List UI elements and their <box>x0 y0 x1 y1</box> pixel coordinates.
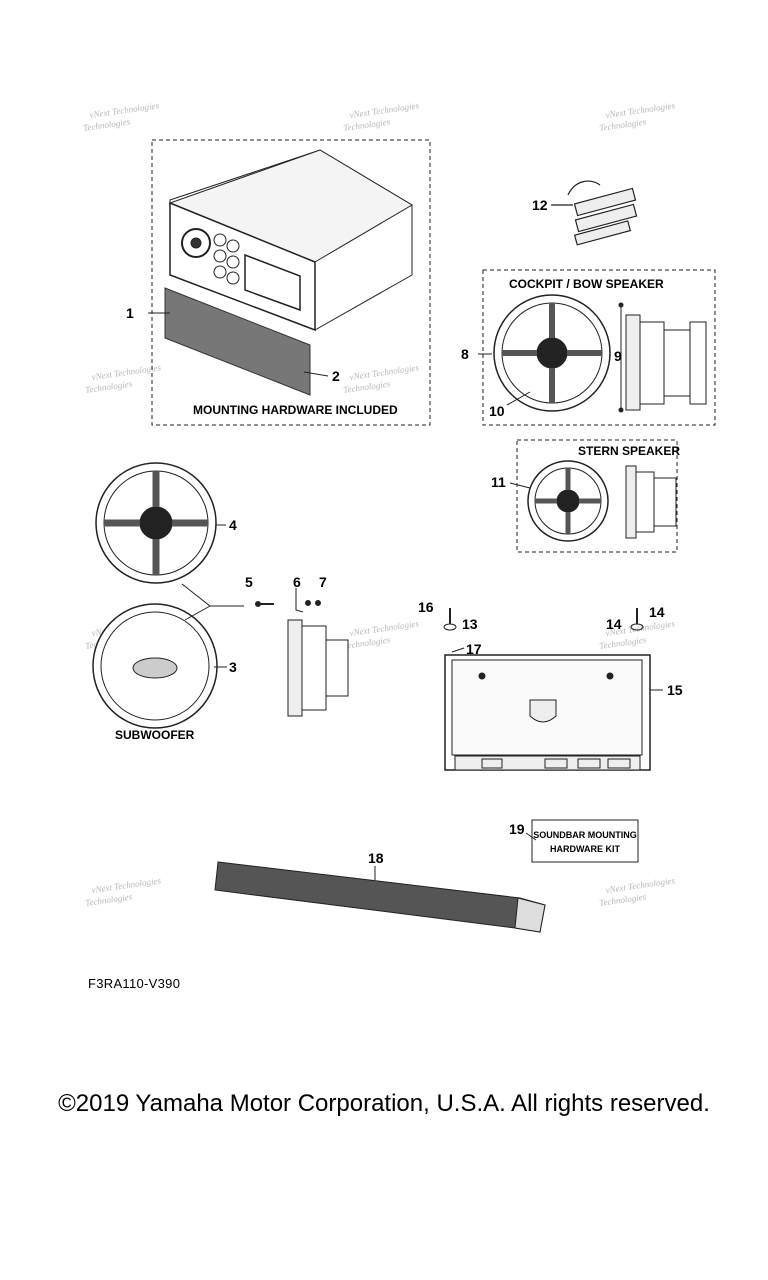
callout-12: 12 <box>532 197 548 213</box>
diagram-code: F3RA110-V390 <box>88 976 181 991</box>
callout-5: 5 <box>245 574 253 590</box>
callout-7: 7 <box>319 574 327 590</box>
callout-1: 1 <box>126 305 134 321</box>
callout-11: 11 <box>491 474 506 490</box>
cockpit-bow-speaker-label: COCKPIT / BOW SPEAKER <box>509 277 664 291</box>
callout-17: 17 <box>466 641 482 657</box>
callout-8: 8 <box>461 346 469 362</box>
callout-19: 19 <box>509 821 525 837</box>
soundbar-kit-line2: HARDWARE KIT <box>550 844 620 854</box>
amplifier-group <box>443 608 663 771</box>
callout-13: 15 <box>667 682 683 698</box>
cockpit-bow-speaker-group <box>478 269 716 426</box>
callout-18: 18 <box>368 850 384 866</box>
subwoofer-label: SUBWOOFER <box>115 728 195 742</box>
callout-15: 14 <box>649 604 665 620</box>
callout-3: 3 <box>229 659 237 675</box>
stereo-cover-mesh <box>164 287 311 396</box>
mounting-hardware-label: MOUNTING HARDWARE INCLUDED <box>193 403 398 417</box>
cable-12 <box>551 180 638 246</box>
stereo-kit-box <box>151 139 431 426</box>
stern-speaker-label: STERN SPEAKER <box>578 444 680 458</box>
callout-6: 6 <box>293 574 301 590</box>
soundbar-kit-box <box>531 819 639 863</box>
callout-16: 16 <box>418 599 434 615</box>
stereo-group <box>148 139 431 426</box>
stern-speaker-group <box>509 439 678 553</box>
copyright-notice: ©2019 Yamaha Motor Corporation, U.S.A. A… <box>58 1090 710 1117</box>
callout-9: 9 <box>614 348 622 364</box>
callout-14: 13 <box>462 616 478 632</box>
speaker-subwoofer-group <box>92 462 349 729</box>
stereo-head-unit <box>168 149 413 332</box>
callout-4: 4 <box>229 517 237 533</box>
soundbar-group <box>214 819 639 933</box>
callout-14b: 14 <box>606 616 622 632</box>
callout-2: 2 <box>332 368 340 384</box>
callout-10: 10 <box>489 403 505 419</box>
soundbar-kit-line1: SOUNDBAR MOUNTING <box>533 830 637 840</box>
